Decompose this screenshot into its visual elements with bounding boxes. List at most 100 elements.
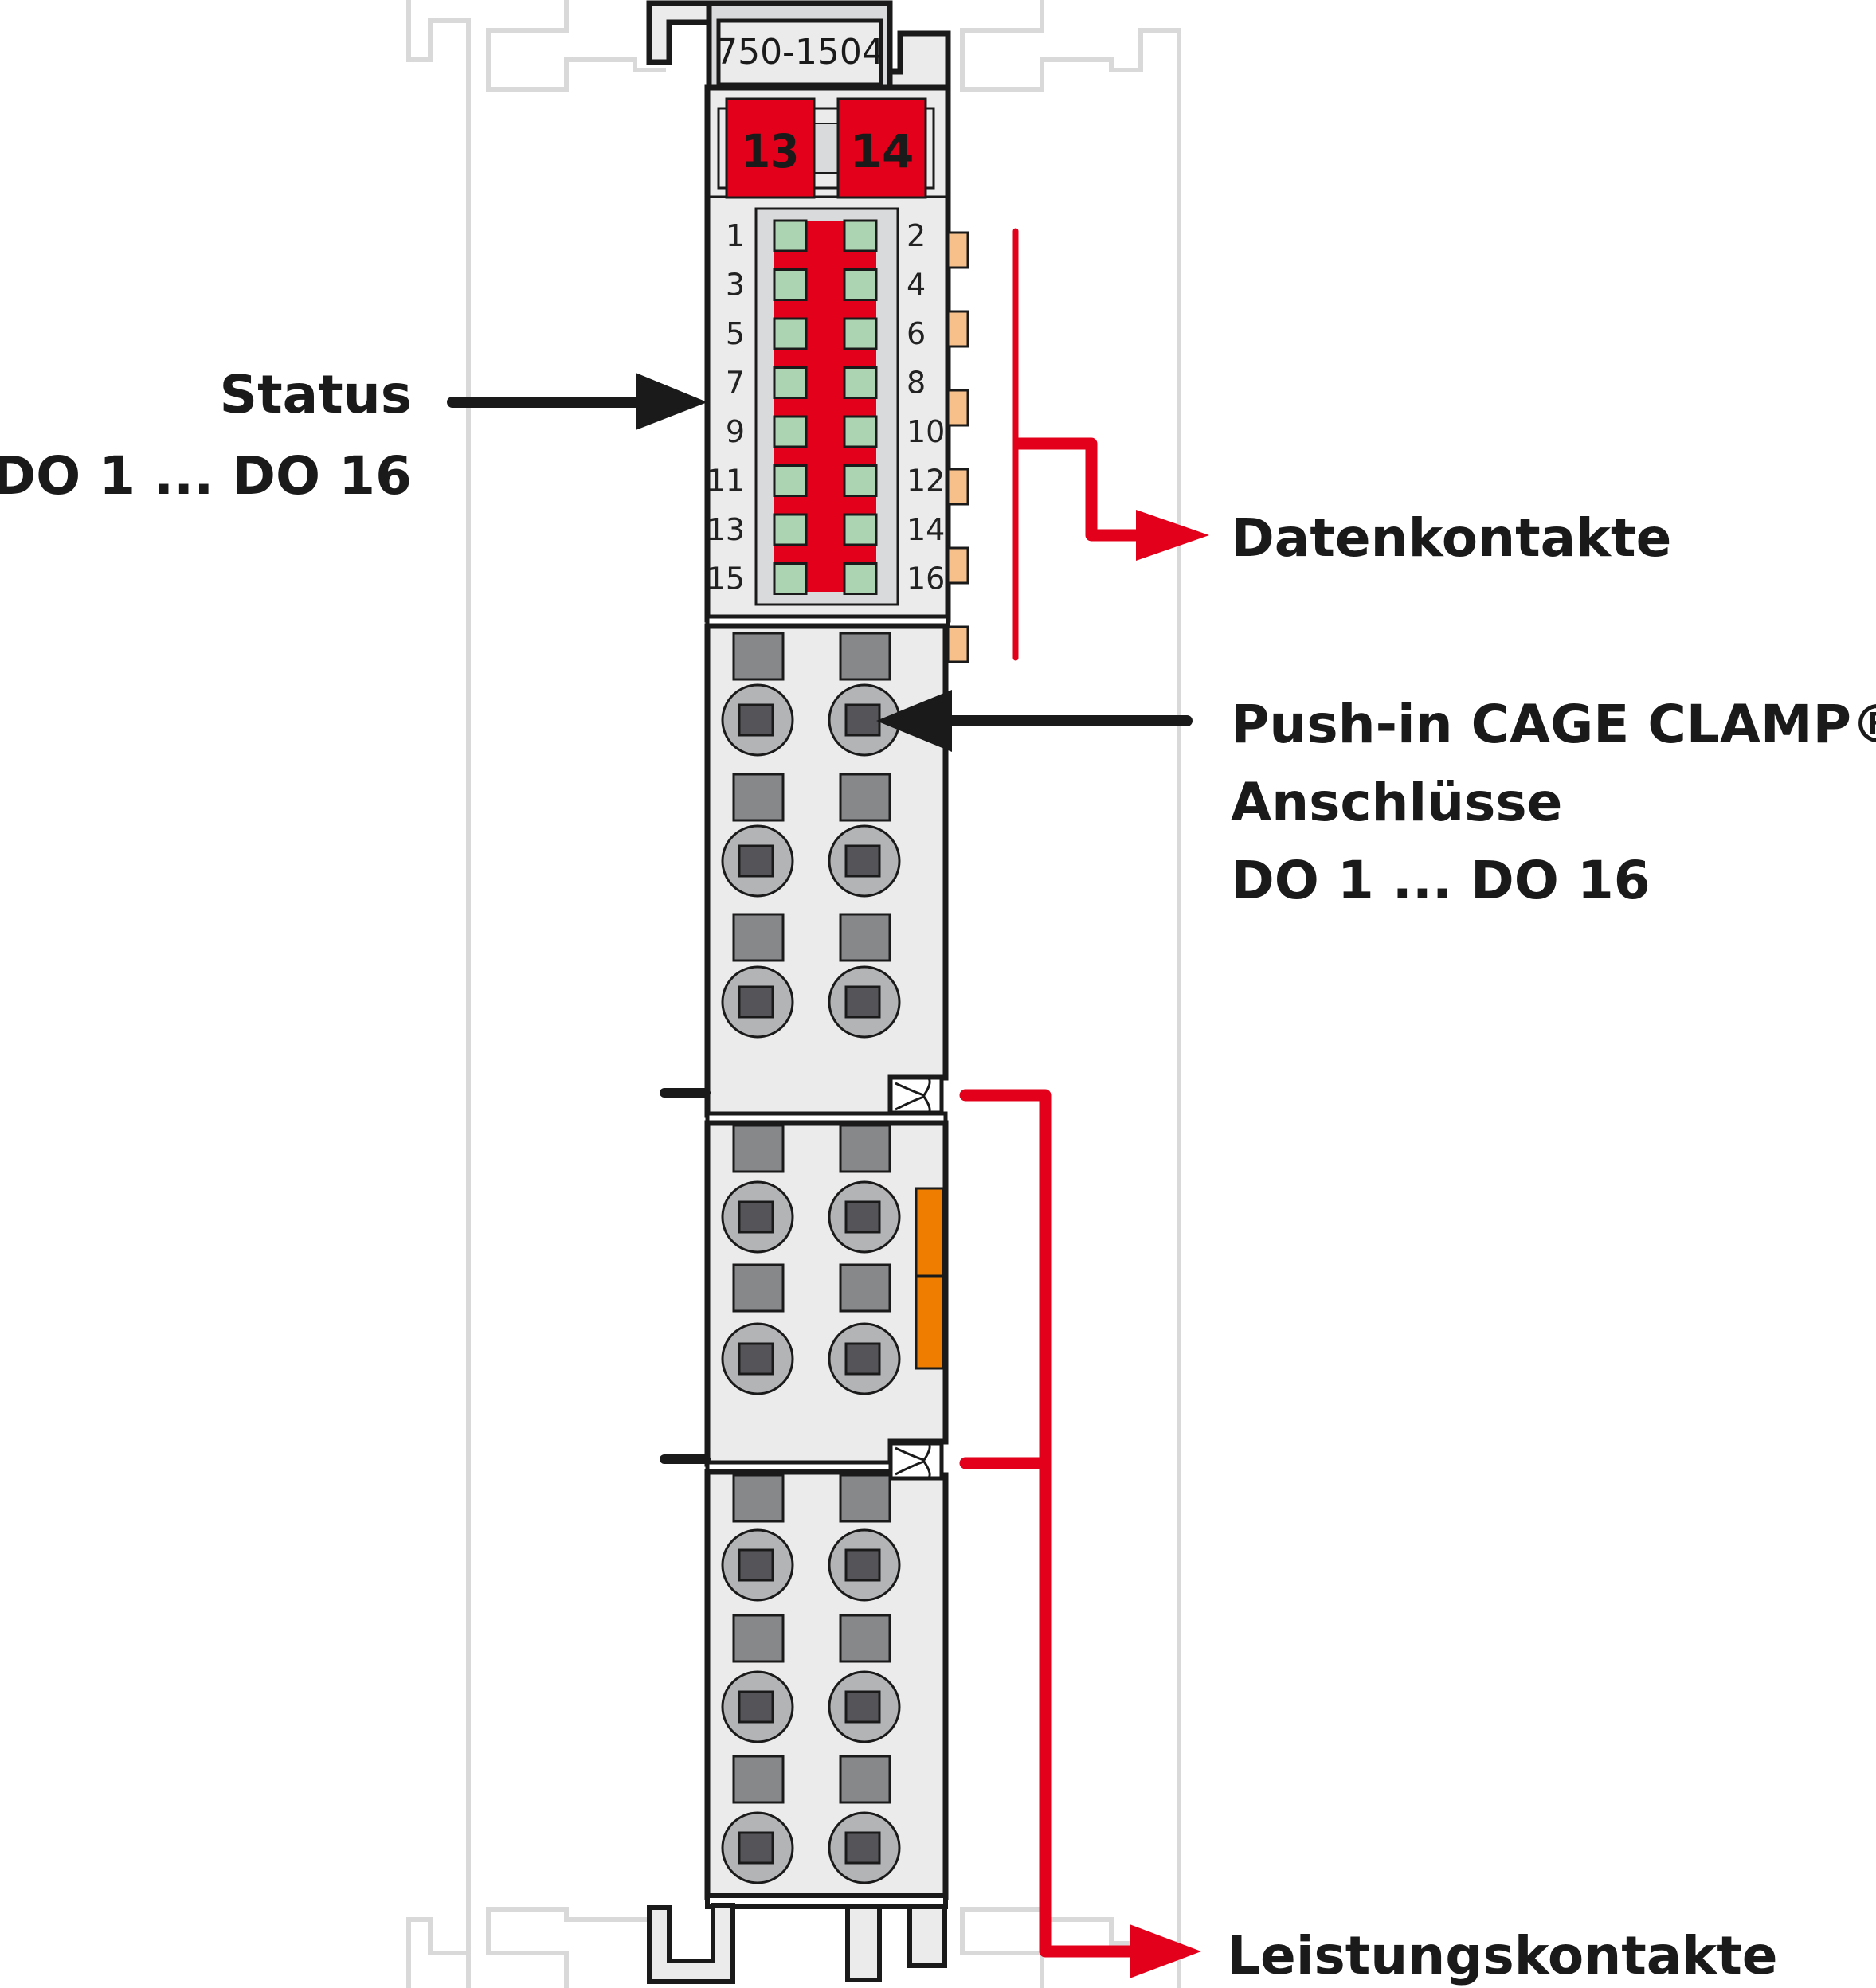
conductor-entry	[738, 703, 774, 737]
marker-13-text: 13	[742, 124, 800, 178]
status-led	[773, 415, 808, 448]
conductor-entry	[738, 1200, 774, 1234]
led-label-right: 14	[907, 512, 945, 547]
release-button[interactable]	[839, 1473, 891, 1523]
status-led	[843, 317, 878, 350]
bottom-foot-left	[647, 1903, 735, 1984]
push-in-arrow-head	[876, 690, 952, 752]
marker-14	[836, 97, 927, 199]
conductor-entry	[738, 1831, 774, 1865]
housing-seam-bottom	[705, 1893, 948, 1909]
release-button[interactable]	[839, 913, 891, 962]
led-label-left: 7	[726, 366, 745, 401]
status-led	[773, 464, 808, 497]
release-button[interactable]	[732, 1614, 785, 1663]
led-label-left: 13	[707, 512, 745, 547]
data-contact	[946, 310, 969, 348]
led-label-left: 15	[707, 562, 745, 597]
status-led	[773, 219, 808, 252]
status-led	[843, 415, 878, 448]
release-button[interactable]	[839, 1614, 891, 1663]
conductor-entry	[844, 1831, 881, 1865]
release-button[interactable]	[732, 1263, 785, 1313]
conductor-entry	[844, 1548, 881, 1582]
conductor-entry	[844, 1200, 881, 1234]
bottom-foot-mid	[845, 1904, 882, 1982]
power-contacts-bracket	[959, 1089, 1138, 1958]
release-button[interactable]	[839, 1124, 891, 1173]
status-led	[843, 268, 878, 301]
conductor-entry	[844, 844, 881, 878]
data-contacts-arrow-line	[1016, 437, 1139, 542]
push-in-label-line3: DO 1 ... DO 16	[1231, 850, 1651, 911]
status-led	[843, 366, 878, 399]
push-in-label-line2: Anschlüsse	[1231, 772, 1562, 833]
power-contacts-arrow-head	[1130, 1924, 1201, 1978]
release-button[interactable]	[732, 632, 785, 681]
led-label-right: 4	[907, 268, 926, 303]
status-led	[843, 219, 878, 252]
release-button[interactable]	[732, 773, 785, 822]
part-number-text: 750-1504	[715, 32, 884, 72]
top-latch	[646, 0, 715, 65]
status-led	[773, 366, 808, 399]
release-button[interactable]	[732, 1124, 785, 1173]
led-label-right: 2	[907, 218, 926, 253]
status-leds	[773, 219, 878, 595]
conductor-entry	[844, 985, 881, 1019]
release-button[interactable]	[839, 1755, 891, 1804]
part-number-label	[716, 18, 883, 87]
data-contact	[946, 625, 969, 663]
led-label-left: 1	[726, 218, 745, 253]
status-led	[843, 562, 878, 595]
marker-13	[725, 97, 816, 199]
conductor-entry	[738, 844, 774, 878]
power-jumper	[915, 1187, 945, 1370]
top-right-latch	[885, 30, 951, 91]
conductor-entry	[844, 1342, 881, 1376]
status-led	[773, 317, 808, 350]
status-led	[843, 513, 878, 546]
push-in-label-line1: Push-in CAGE CLAMP®-	[1231, 694, 1876, 755]
power-contact-lower	[888, 1441, 944, 1481]
data-contacts-arrow-head	[1136, 510, 1209, 561]
release-button[interactable]	[732, 913, 785, 962]
status-arrow-head	[636, 373, 707, 430]
release-button[interactable]	[839, 1263, 891, 1313]
led-label-right: 10	[907, 414, 945, 449]
led-label-left: 11	[707, 464, 745, 499]
status-led	[773, 268, 808, 301]
power-contact-upper	[888, 1075, 944, 1115]
release-button[interactable]	[839, 773, 891, 822]
data-contact	[946, 231, 969, 269]
led-label-right: 8	[907, 366, 926, 401]
status-led	[843, 464, 878, 497]
led-label-left: 5	[726, 316, 745, 351]
led-label-right: 16	[907, 562, 945, 597]
conductor-entry	[738, 985, 774, 1019]
release-button[interactable]	[732, 1755, 785, 1804]
power-contacts-label: Leistungskontakte	[1227, 1925, 1778, 1986]
status-label-line1: Status	[220, 364, 412, 425]
data-contact	[946, 468, 969, 506]
conductor-entry	[738, 1690, 774, 1724]
release-button[interactable]	[732, 1473, 785, 1523]
led-label-left: 3	[726, 268, 745, 303]
led-label-right: 6	[907, 316, 926, 351]
push-in-label-main: Push-in CAGE CLAMP®-	[1231, 694, 1876, 755]
push-in-terminals	[721, 632, 901, 1884]
status-led	[773, 562, 808, 595]
release-button[interactable]	[839, 632, 891, 681]
conductor-entry	[844, 703, 881, 737]
data-contacts	[946, 231, 969, 663]
marker-14-text: 14	[850, 124, 915, 178]
led-label-left: 9	[726, 414, 745, 449]
data-contact	[946, 546, 969, 585]
data-contacts-label: Datenkontakte	[1231, 507, 1671, 569]
conductor-entry	[844, 1690, 881, 1724]
status-led	[773, 513, 808, 546]
conductor-entry	[738, 1548, 774, 1582]
data-contact	[946, 389, 969, 427]
